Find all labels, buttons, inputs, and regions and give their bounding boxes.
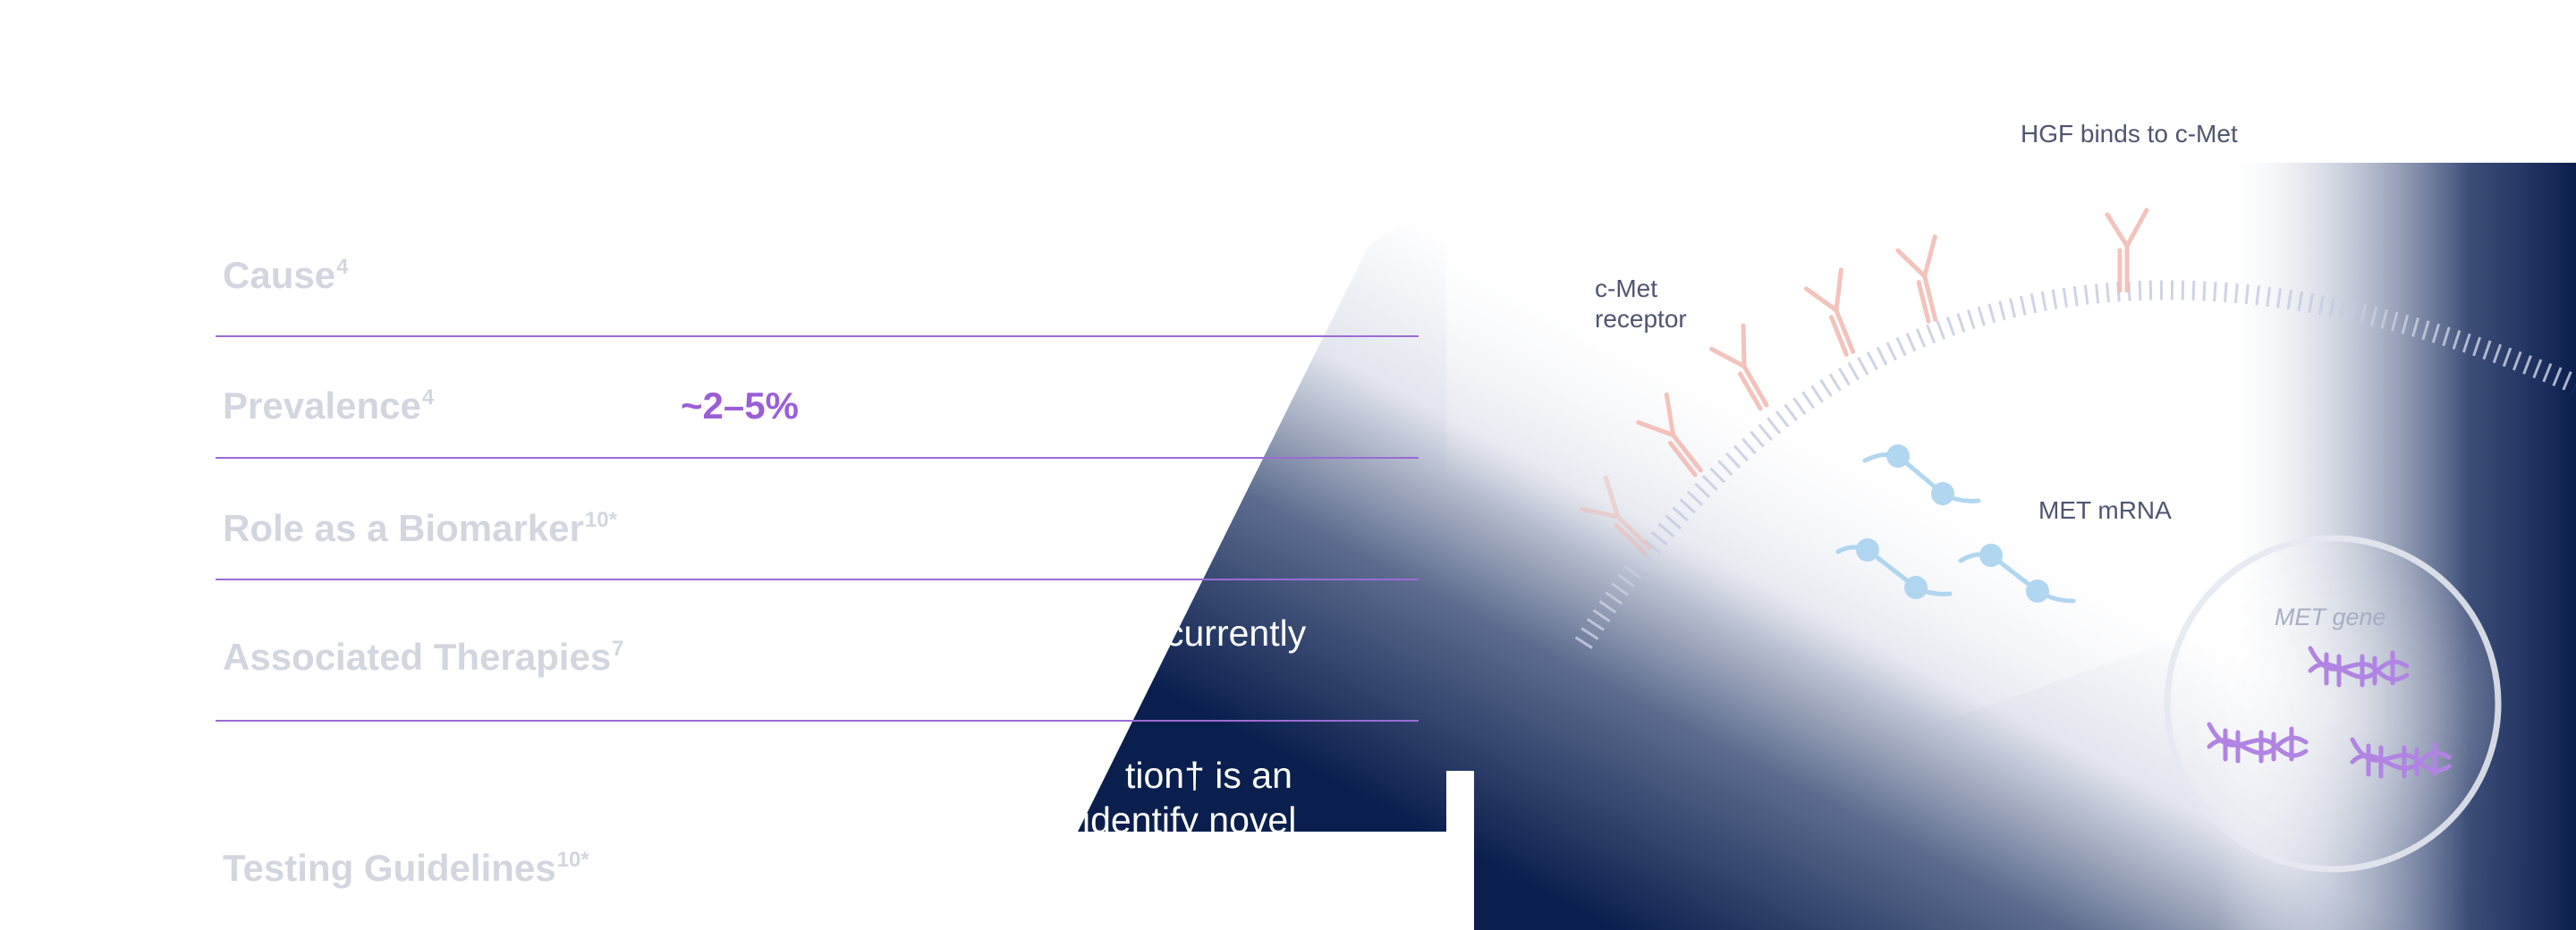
guidelines-text-fragment: tion† is an bbox=[1125, 755, 1292, 796]
row-divider bbox=[216, 457, 1419, 459]
receptor-icon bbox=[1803, 267, 1856, 357]
row-label-cause: Cause4 bbox=[223, 254, 349, 296]
row-divider bbox=[216, 335, 1419, 337]
row-ref-testing-guidelines: 10* bbox=[556, 848, 589, 872]
dna-icon bbox=[2308, 646, 2410, 688]
row-label-prevalence: Prevalence4 bbox=[223, 385, 435, 427]
receptor-icon bbox=[1636, 392, 1703, 478]
receptor-icons bbox=[1579, 207, 2149, 555]
row-label-associated-therapies: Associated Therapies7 bbox=[223, 636, 624, 678]
mrna-strand bbox=[1958, 544, 2076, 604]
hgf-binding-label: HGF binds to c-Met bbox=[2021, 120, 2238, 148]
row-ref-prevalence: 4 bbox=[421, 385, 435, 410]
row-label-testing-guidelines: Testing Guidelines10* bbox=[223, 847, 589, 889]
receptor-icon bbox=[1579, 475, 1653, 555]
dna-icon bbox=[2207, 722, 2309, 764]
row-ref-biomarker-role: 10* bbox=[584, 508, 617, 532]
met-gene-label: MET gene bbox=[2275, 604, 2386, 630]
mrna-icons bbox=[1835, 444, 2076, 604]
dna-icons bbox=[2207, 646, 2452, 779]
receptor-icon bbox=[1708, 323, 1769, 411]
row-ref-associated-therapies: 7 bbox=[612, 637, 624, 661]
prevalence-value: ~2–5% bbox=[681, 385, 799, 427]
mrna-strand bbox=[1835, 538, 1953, 599]
row-divider bbox=[216, 579, 1419, 580]
c-met-receptor-label: c-Met receptor bbox=[1595, 275, 1687, 333]
mrna-strand bbox=[1862, 444, 1981, 505]
met-mrna-label: MET mRNA bbox=[2038, 496, 2172, 524]
receptor-icon bbox=[1895, 234, 1938, 324]
receptor-icon bbox=[2105, 207, 2149, 293]
row-divider bbox=[216, 720, 1419, 722]
dna-icon bbox=[2350, 737, 2452, 779]
gene-circle bbox=[2164, 535, 2502, 873]
therapies-text-fragment: currently bbox=[1165, 613, 1307, 654]
row-ref-cause: 4 bbox=[336, 255, 349, 279]
row-label-biomarker-role: Role as a Biomarker10* bbox=[223, 507, 617, 549]
guidelines-text-fragment: identify novel bbox=[1082, 799, 1297, 841]
navy-wedge bbox=[1078, 195, 1446, 832]
cell-membrane-arc bbox=[1574, 280, 2576, 649]
